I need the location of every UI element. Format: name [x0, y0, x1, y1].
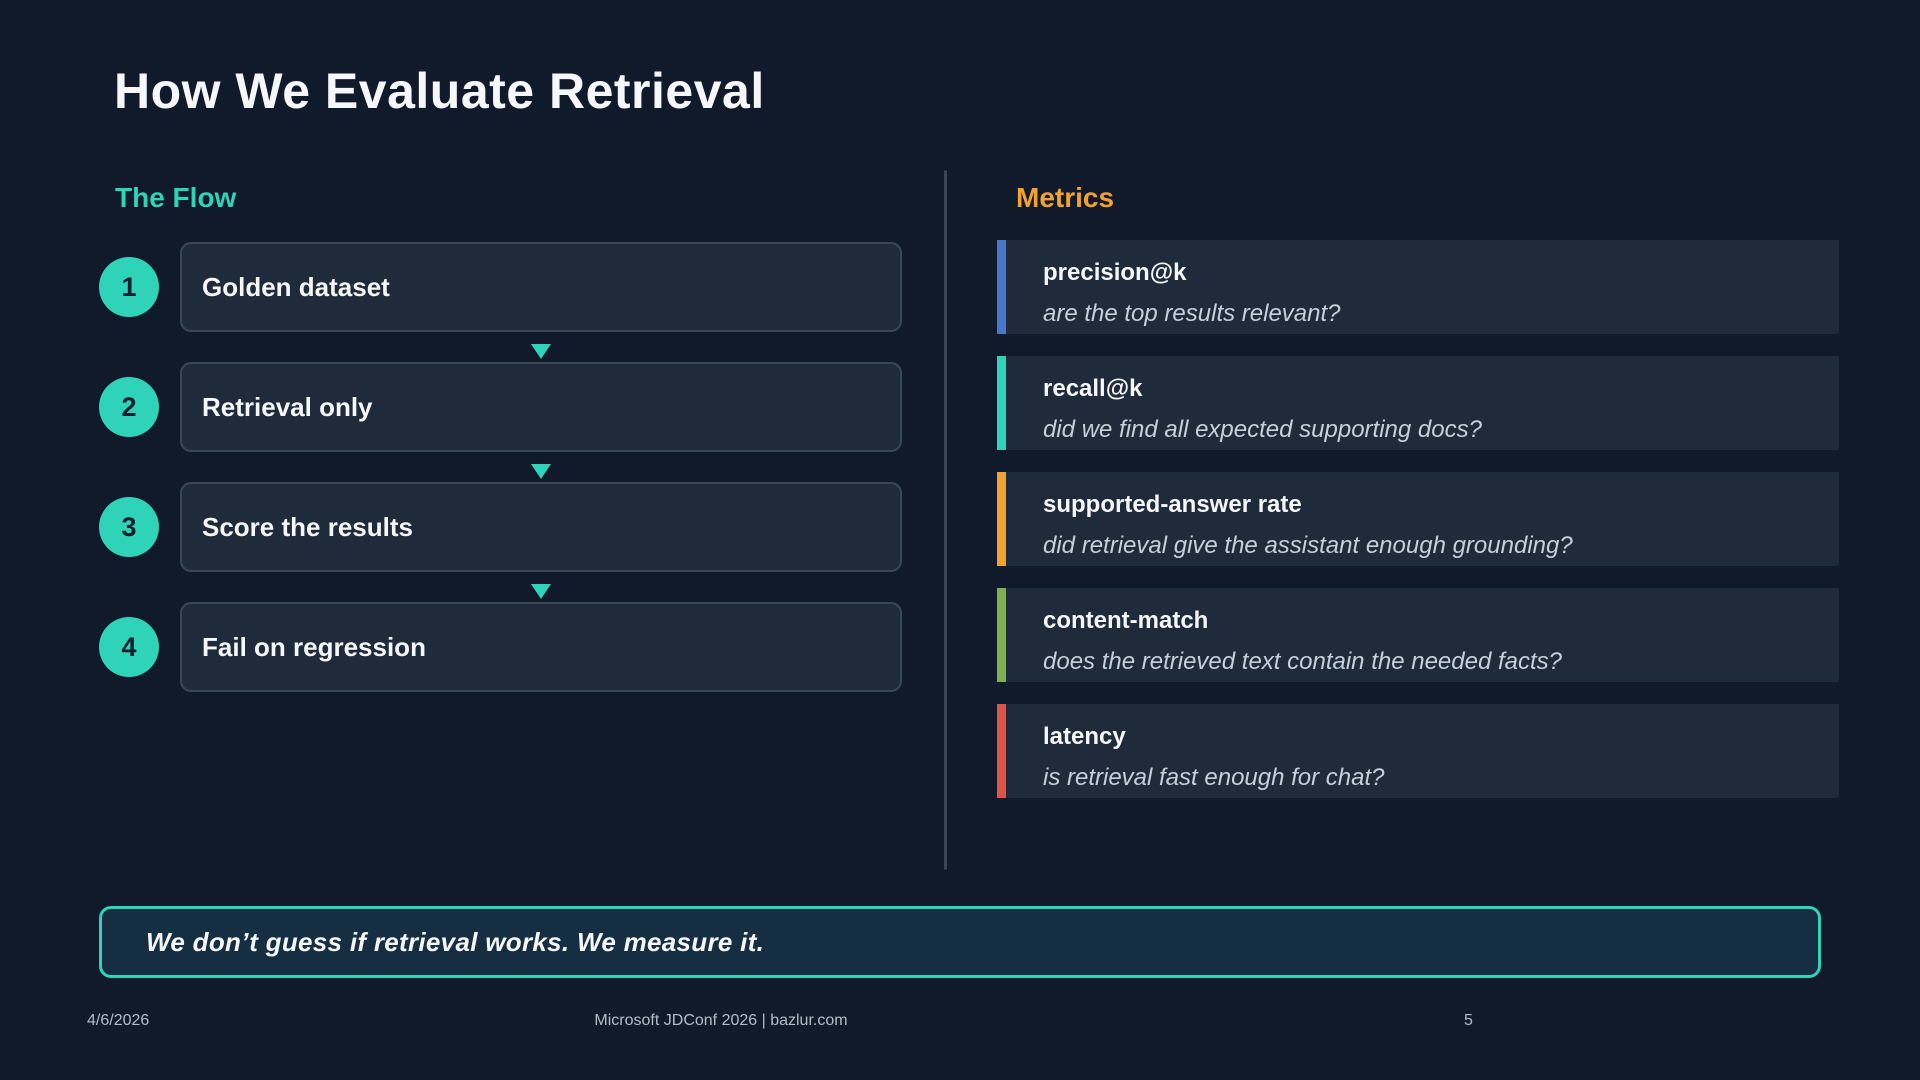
metric-name: latency [1043, 723, 1126, 750]
metric-name: content-match [1043, 607, 1209, 634]
step-1-label: Golden dataset [202, 271, 390, 302]
flow-heading: The Flow [115, 182, 237, 213]
metric-card-recall: recall@k did we find all expected suppor… [997, 356, 1839, 450]
step-3-badge: 3 [99, 497, 159, 557]
flow-step-card-4: Fail on regression [180, 602, 902, 692]
step-1-number: 1 [121, 271, 137, 302]
metric-question: did we find all expected supporting docs… [1043, 416, 1482, 443]
accent-bar [997, 240, 1006, 334]
metric-question: are the top results relevant? [1043, 300, 1341, 327]
flow-step-card-1: Golden dataset [180, 242, 902, 332]
arrow-down-icon [531, 464, 551, 479]
metric-name: supported-answer rate [1043, 491, 1302, 518]
metrics-heading: Metrics [1016, 182, 1115, 213]
footer-date: 4/6/2026 [87, 1012, 150, 1029]
step-3-number: 3 [121, 511, 137, 542]
metric-question: is retrieval fast enough for chat? [1043, 764, 1385, 791]
metric-name: recall@k [1043, 375, 1143, 402]
column-divider [944, 170, 947, 870]
metric-question: does the retrieved text contain the need… [1043, 648, 1563, 675]
step-2-number: 2 [121, 391, 137, 422]
step-4-number: 4 [121, 631, 137, 662]
metric-question: did retrieval give the assistant enough … [1043, 532, 1573, 559]
metric-card-supported-answer: supported-answer rate did retrieval give… [997, 472, 1839, 566]
metric-card-precision: precision@k are the top results relevant… [997, 240, 1839, 334]
metric-card-latency: latency is retrieval fast enough for cha… [997, 704, 1839, 798]
flow-step-card-2: Retrieval only [180, 362, 902, 452]
step-4-label: Fail on regression [202, 631, 426, 662]
accent-bar [997, 356, 1006, 450]
step-3-label: Score the results [202, 511, 413, 542]
step-1-badge: 1 [99, 257, 159, 317]
arrow-down-icon [531, 584, 551, 599]
step-2-label: Retrieval only [202, 391, 373, 422]
summary-callout-text: We don’t guess if retrieval works. We me… [146, 926, 765, 957]
summary-callout: We don’t guess if retrieval works. We me… [99, 906, 1821, 978]
step-2-badge: 2 [99, 377, 159, 437]
arrow-down-icon [531, 344, 551, 359]
metric-name: precision@k [1043, 259, 1187, 286]
accent-bar [997, 704, 1006, 798]
accent-bar [997, 472, 1006, 566]
flow-step-card-3: Score the results [180, 482, 902, 572]
slide-title: How We Evaluate Retrieval [114, 63, 765, 119]
accent-bar [997, 588, 1006, 682]
metric-card-content-match: content-match does the retrieved text co… [997, 588, 1839, 682]
step-4-badge: 4 [99, 617, 159, 677]
slide-page-number: 5 [1464, 1012, 1473, 1029]
footer-conference-label: Microsoft JDConf 2026 | bazlur.com [594, 1012, 848, 1029]
